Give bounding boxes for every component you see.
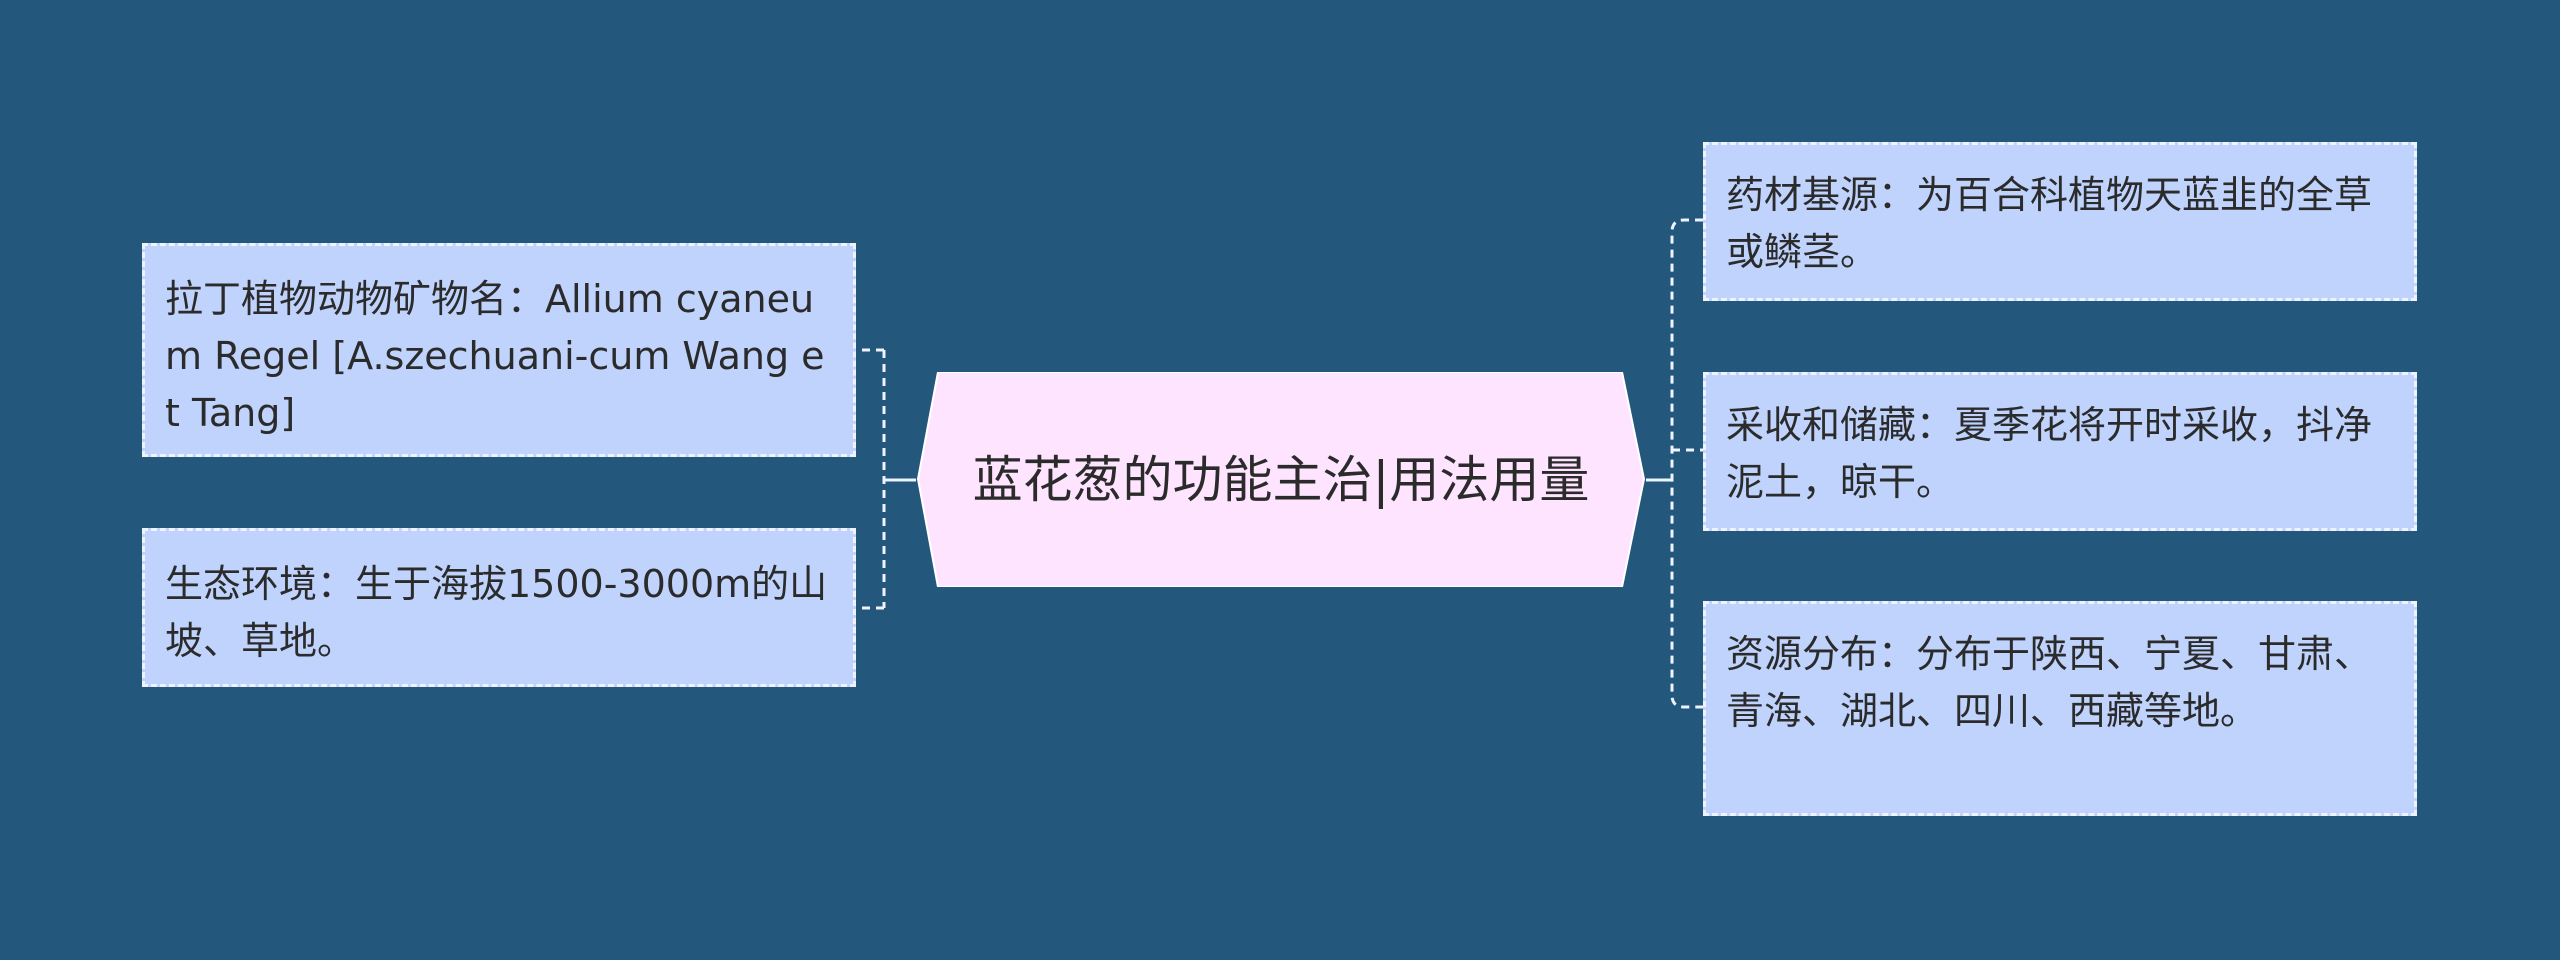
node-latin-name[interactable]: 拉丁植物动物矿物名：Allium cyaneum Regel [A.szechu… — [142, 243, 856, 457]
node-habitat-text: 生态环境：生于海拔1500-3000m的山坡、草地。 — [165, 562, 828, 663]
node-habitat[interactable]: 生态环境：生于海拔1500-3000m的山坡、草地。 — [142, 528, 856, 687]
connector-right-trunk — [1670, 218, 1703, 709]
center-topic[interactable]: 蓝花葱的功能主治|用法用量 — [916, 372, 1646, 587]
center-title: 蓝花葱的功能主治|用法用量 — [972, 450, 1590, 509]
node-harvest-storage-text: 采收和储藏：夏季花将开时采收，抖净泥土，晾干。 — [1726, 403, 2373, 504]
node-medicinal-source[interactable]: 药材基源：为百合科植物天蓝韭的全草或鳞茎。 — [1703, 142, 2417, 301]
node-medicinal-source-text: 药材基源：为百合科植物天蓝韭的全草或鳞茎。 — [1726, 173, 2373, 274]
node-harvest-storage[interactable]: 采收和储藏：夏季花将开时采收，抖净泥土，晾干。 — [1703, 372, 2417, 531]
node-distribution[interactable]: 资源分布：分布于陕西、宁夏、甘肃、青海、湖北、四川、西藏等地。 — [1703, 601, 2417, 816]
node-latin-name-text: 拉丁植物动物矿物名：Allium cyaneum Regel [A.szechu… — [165, 277, 825, 435]
node-distribution-text: 资源分布：分布于陕西、宁夏、甘肃、青海、湖北、四川、西藏等地。 — [1726, 632, 2373, 733]
center-hexagon-shape — [916, 372, 1646, 587]
